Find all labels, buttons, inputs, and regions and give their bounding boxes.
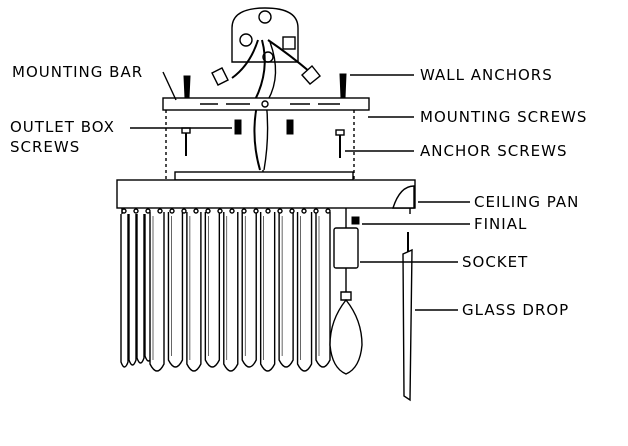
drop-hook	[181, 208, 187, 214]
label-finial: FINIAL	[474, 215, 527, 233]
label-glass-drop: GLASS DROP	[462, 301, 569, 319]
bulb	[329, 298, 363, 375]
drop-hook	[277, 208, 283, 214]
glass-drop-back	[128, 214, 137, 366]
label-mounting-screws: MOUNTING SCREWS	[420, 108, 587, 126]
mounting-bar-slots	[200, 100, 340, 108]
glass-drop	[223, 212, 239, 372]
mounting-bar	[162, 97, 370, 111]
glass-drop	[259, 212, 276, 372]
drop-hook	[169, 208, 175, 214]
glass-drop-detail	[402, 232, 413, 402]
glass-drop	[315, 212, 331, 368]
glass-drop	[241, 212, 257, 368]
label-outlet-box-screws-2: SCREWS	[10, 138, 80, 156]
drop-hook	[265, 208, 271, 214]
drop-hook	[325, 208, 331, 214]
leader-lines	[130, 71, 470, 311]
drop-hook	[193, 208, 199, 214]
glass-drop-back	[120, 214, 129, 368]
anchor-screw-right	[335, 129, 345, 158]
label-anchor-screws: ANCHOR SCREWS	[420, 142, 567, 160]
glass-drop	[204, 212, 221, 368]
drop-hook	[121, 208, 127, 214]
label-socket: SOCKET	[462, 253, 528, 271]
finial	[351, 216, 360, 225]
glass-drop-back	[136, 214, 145, 364]
glass-drop	[296, 212, 313, 372]
drop-hook	[313, 208, 319, 214]
outlet-box	[231, 7, 299, 63]
drop-hook	[157, 208, 163, 214]
bulb-base	[340, 291, 352, 301]
wall-anchor-right	[339, 73, 347, 99]
socket	[333, 227, 359, 269]
drop-hook	[289, 208, 295, 214]
anchor-screw-left	[181, 127, 191, 156]
label-outlet-box-screws-1: OUTLET BOX	[10, 118, 115, 136]
mounting-screw-left	[234, 119, 242, 135]
label-ceiling-pan: CEILING PAN	[474, 193, 579, 211]
socket-assembly	[329, 208, 363, 375]
drop-hook	[229, 208, 235, 214]
drop-hook	[133, 208, 139, 214]
wires	[211, 39, 321, 171]
glass-drop	[278, 212, 294, 368]
drop-hook	[241, 208, 247, 214]
drop-hook	[253, 208, 259, 214]
glass-drop	[167, 212, 184, 368]
drop-hook	[205, 208, 211, 214]
drop-hook	[217, 208, 223, 214]
label-mounting-bar: MOUNTING BAR	[12, 63, 143, 81]
glass-drop	[149, 212, 165, 372]
ceiling-pan	[116, 179, 416, 214]
drop-hook	[145, 208, 151, 214]
glass-drops	[120, 208, 331, 372]
canopy-collar	[174, 171, 354, 181]
glass-drop	[186, 212, 202, 372]
mounting-screw-right	[286, 119, 294, 135]
wall-anchor-left	[183, 75, 191, 99]
label-wall-anchors: WALL ANCHORS	[420, 66, 553, 84]
drop-hook	[301, 208, 307, 214]
